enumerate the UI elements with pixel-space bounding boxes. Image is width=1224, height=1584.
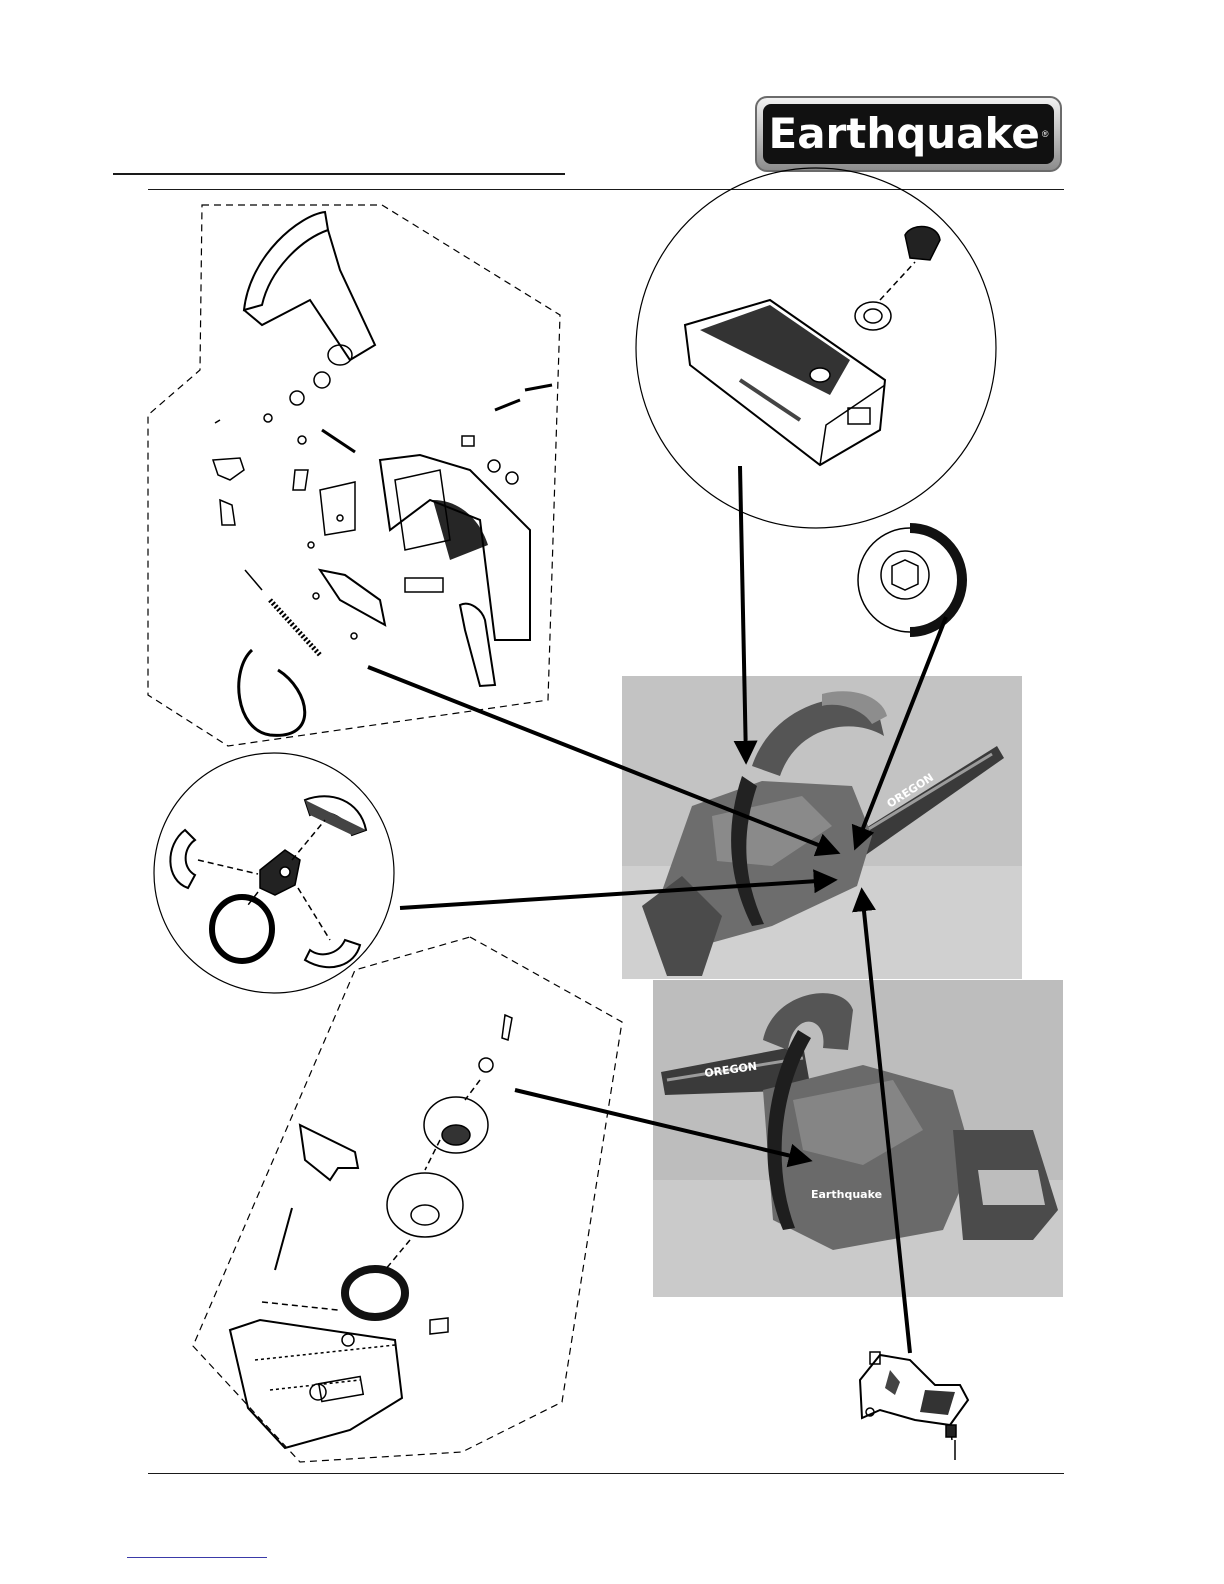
handle-brake-assembly (148, 205, 560, 746)
air-filter-cover-detail (636, 168, 996, 528)
arrow-air-filter (740, 466, 746, 760)
clutch-shoes-detail (154, 753, 394, 993)
arrow-recoil-starter (515, 1090, 808, 1160)
arrow-oil-pump (862, 892, 910, 1353)
clutch-drum-detail (858, 528, 962, 632)
arrow-handle-brake (368, 667, 836, 852)
recoil-starter-assembly (193, 937, 622, 1462)
leader-arrows (368, 466, 946, 1353)
assembly-boundary-bottom (193, 937, 622, 1462)
assembly-boundary-top (148, 205, 560, 746)
arrow-clutch-shoes (400, 880, 833, 908)
oil-pump-detail (860, 1352, 968, 1460)
arrow-clutch-drum (856, 617, 946, 846)
